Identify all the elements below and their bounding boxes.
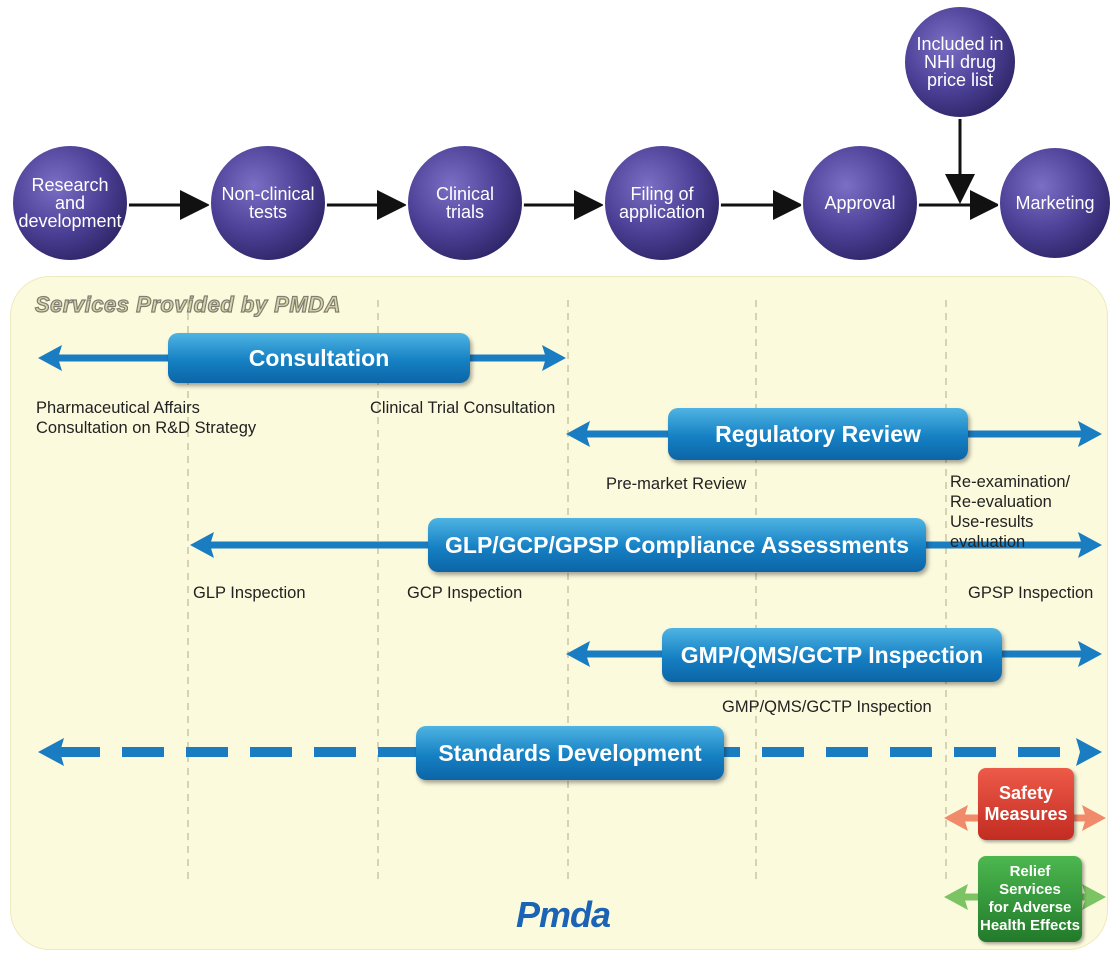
standards-pill: Standards Development [416, 726, 724, 780]
compliance-label-glp: GLP Inspection [193, 584, 306, 602]
regulatory-review-pill: Regulatory Review [668, 408, 968, 460]
process-circle-5 [801, 144, 919, 262]
compliance-label-gcp: GCP Inspection [407, 584, 523, 602]
phase-guides [187, 300, 947, 885]
process-circle-2 [209, 144, 327, 262]
process-connectors [11, 5, 1111, 262]
pmda-logo: Pmda [516, 894, 611, 935]
process-circle-4 [603, 144, 721, 262]
consultation-pill: Consultation [168, 333, 470, 383]
review-label-reexam: Re-examination/ Re-evaluation Use-result… [950, 473, 1071, 551]
relief-services-badge: Relief Services for Adverse Health Effec… [978, 856, 1082, 942]
services-panel [10, 276, 1108, 950]
process-circle-3 [406, 144, 524, 262]
compliance-pill: GLP/GCP/GPSP Compliance Assessments [428, 518, 926, 572]
consultation-label-clinical: Clinical Trial Consultation [370, 399, 556, 417]
compliance-label-gpsp: GPSP Inspection [968, 584, 1094, 602]
gmp-pill: GMP/QMS/GCTP Inspection [662, 628, 1002, 682]
safety-measures-badge: Safety Measures [978, 768, 1074, 840]
consultation-label-rd: Pharmaceutical Affairs Consultation on R… [36, 399, 257, 437]
review-label-premarket: Pre-market Review [606, 475, 747, 493]
process-circle-1 [11, 144, 129, 262]
gmp-label: GMP/QMS/GCTP Inspection [722, 698, 932, 716]
process-circle-nhi [903, 5, 1017, 119]
process-circle-6 [998, 146, 1111, 260]
